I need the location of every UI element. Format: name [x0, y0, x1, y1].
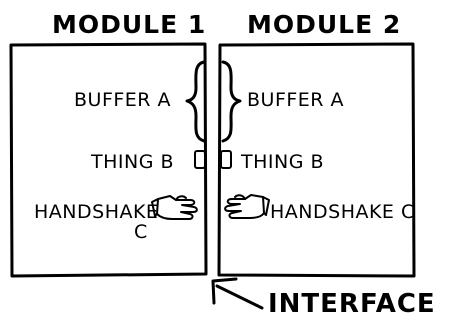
left-brace-icon	[185, 60, 206, 143]
right-brace-icon	[221, 60, 242, 143]
module2-box	[217, 42, 416, 278]
connector-left-icon	[194, 150, 206, 169]
interface-label: INTERFACE	[268, 289, 436, 319]
left-hand-icon	[151, 195, 198, 220]
arrow-icon	[211, 277, 264, 310]
module1-title: MODULE 1	[52, 10, 206, 39]
module2-thing-label: THING B	[240, 151, 324, 173]
module2-handshake-label: HANDSHAKE C	[270, 201, 415, 223]
module2-buffer-label: BUFFER A	[247, 89, 344, 111]
connector-right-icon	[220, 150, 232, 169]
module1-thing-label: THING B	[90, 151, 174, 173]
module1-box	[9, 42, 208, 278]
right-hand-icon	[224, 194, 270, 219]
module2-title: MODULE 2	[247, 10, 401, 39]
module1-handshake-label: HANDSHAKE	[34, 201, 158, 223]
module1-buffer-label: BUFFER A	[74, 89, 171, 111]
module1-handshake-label-c: C	[134, 221, 148, 243]
